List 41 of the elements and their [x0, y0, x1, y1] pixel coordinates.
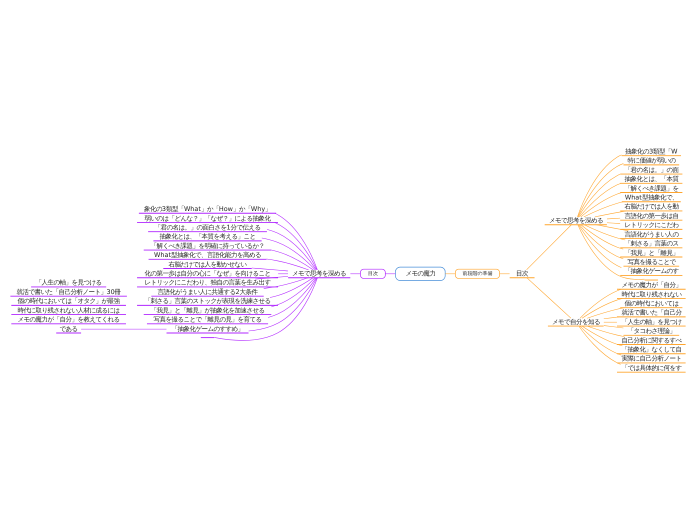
connector	[266, 258, 309, 270]
connector	[586, 326, 625, 337]
node-line	[200, 337, 215, 338]
connector	[271, 278, 316, 308]
connector	[586, 307, 625, 319]
connector	[606, 218, 620, 220]
connector	[594, 210, 626, 218]
connector	[580, 326, 622, 356]
connector	[606, 222, 620, 224]
connector	[254, 276, 288, 280]
connector	[578, 326, 621, 365]
connector	[578, 224, 622, 268]
connector	[268, 278, 316, 318]
connector	[579, 183, 622, 218]
connector	[577, 154, 622, 218]
connector	[263, 278, 308, 289]
connector	[274, 222, 318, 270]
connector	[252, 268, 288, 272]
connector	[270, 277, 314, 298]
connector	[584, 201, 624, 218]
connector	[584, 224, 626, 240]
connector	[578, 174, 621, 218]
connector	[580, 224, 624, 250]
connector	[248, 278, 318, 332]
connector	[604, 316, 620, 320]
connector	[274, 213, 318, 270]
connector	[271, 250, 314, 270]
connector	[266, 229, 316, 270]
connector	[526, 278, 572, 318]
connector	[262, 238, 316, 270]
connector	[579, 224, 624, 260]
connector	[604, 325, 624, 328]
connector	[596, 224, 629, 232]
connector	[214, 278, 318, 341]
connector	[582, 298, 623, 318]
connector	[580, 192, 622, 218]
connector	[80, 328, 167, 330]
connector	[580, 288, 622, 318]
connector	[582, 326, 623, 346]
connector	[526, 224, 572, 270]
connector	[578, 163, 624, 218]
